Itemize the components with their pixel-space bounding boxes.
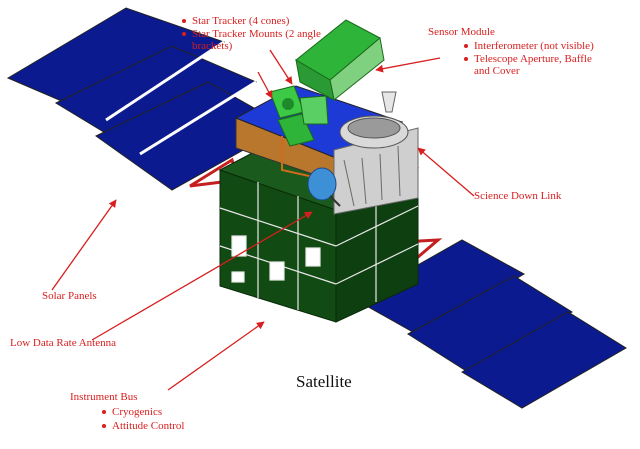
label-star-tracker: Star Tracker (4 cones) [181, 15, 290, 27]
left-solar-array [6, 7, 288, 191]
label-solar-panels: Solar Panels [42, 290, 97, 302]
label-interferometer: Interferometer (not visible) [464, 40, 594, 52]
telescope-aperture [333, 91, 419, 215]
label-low-data-rate-antenna: Low Data Rate Antenna [10, 337, 116, 349]
solar-panel [407, 275, 573, 373]
low-data-rate-antenna [307, 167, 341, 207]
label-instrument-bus: Instrument Bus [70, 391, 138, 403]
label-attitude-control: Attitude Control [101, 420, 185, 432]
label-telescope-aperture: Telescope Aperture, Baffle and Cover [464, 53, 592, 77]
label-science-down-link: Science Down Link [474, 190, 562, 202]
label-cryogenics: Cryogenics [101, 406, 163, 418]
solar-panel [354, 239, 526, 337]
diagram-caption: Satellite [296, 372, 352, 391]
label-star-tracker-mounts: Star Tracker Mounts (2 angle brackets) [182, 28, 321, 52]
solar-panel [461, 311, 627, 409]
star-tracker [269, 19, 385, 147]
annotation-arrows [51, 49, 475, 391]
label-sensor-module: Sensor Module [428, 26, 495, 38]
right-solar-array [354, 239, 627, 409]
